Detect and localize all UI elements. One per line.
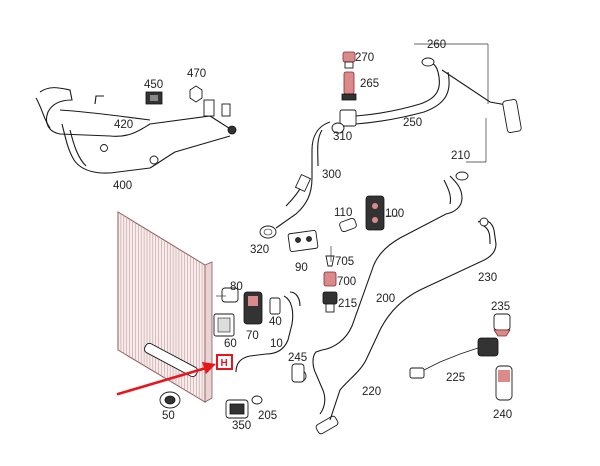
highlight-box-icon[interactable] bbox=[216, 354, 233, 370]
callout-265[interactable]: 265 bbox=[360, 78, 379, 90]
part-90 bbox=[287, 229, 319, 253]
callout-250[interactable]: 250 bbox=[403, 117, 422, 129]
part-320 bbox=[259, 225, 277, 239]
part-210 bbox=[455, 171, 469, 181]
callout-215[interactable]: 215 bbox=[338, 298, 357, 310]
callout-200[interactable]: 200 bbox=[376, 293, 395, 305]
callout-350[interactable]: 350 bbox=[232, 420, 251, 432]
callout-110[interactable]: 110 bbox=[334, 207, 352, 219]
callout-50[interactable]: 50 bbox=[162, 410, 175, 422]
part-70 bbox=[243, 291, 263, 325]
part-705 bbox=[325, 255, 335, 267]
hose-assembly-250 bbox=[339, 57, 522, 133]
callout-400[interactable]: 400 bbox=[113, 180, 132, 192]
part-270 bbox=[342, 51, 356, 69]
part-700 bbox=[323, 271, 337, 287]
callout-labels: 270 265 260 250 310 450 470 420 400 210 … bbox=[113, 39, 512, 432]
condenser-part bbox=[117, 211, 213, 403]
part-240 bbox=[495, 365, 513, 401]
callout-420[interactable]: 420 bbox=[114, 119, 133, 131]
callout-310[interactable]: 310 bbox=[333, 131, 352, 143]
callout-70[interactable]: 70 bbox=[246, 330, 259, 342]
part-225 bbox=[409, 337, 499, 379]
callout-705[interactable]: 705 bbox=[335, 256, 354, 268]
callout-210[interactable]: 210 bbox=[451, 150, 470, 162]
callout-450[interactable]: 450 bbox=[144, 79, 163, 91]
part-245 bbox=[291, 363, 305, 383]
part-40 bbox=[269, 297, 281, 315]
callout-40[interactable]: 40 bbox=[269, 316, 282, 328]
callout-240[interactable]: 240 bbox=[493, 409, 512, 421]
callout-205[interactable]: 205 bbox=[258, 410, 277, 422]
part-100 bbox=[365, 195, 385, 231]
callout-230[interactable]: 230 bbox=[478, 272, 497, 284]
callout-90[interactable]: 90 bbox=[295, 262, 308, 274]
hose-assembly-400 bbox=[35, 87, 237, 174]
callout-700[interactable]: 700 bbox=[337, 276, 356, 288]
callout-60[interactable]: 60 bbox=[224, 338, 237, 350]
callout-80[interactable]: 80 bbox=[230, 281, 243, 293]
part-450 bbox=[145, 91, 163, 105]
leader-lines bbox=[216, 43, 489, 297]
part-60-bracket bbox=[213, 313, 235, 337]
part-470 bbox=[189, 85, 203, 103]
part-110 bbox=[339, 217, 357, 233]
callout-470[interactable]: 470 bbox=[187, 68, 206, 80]
callout-100[interactable]: 100 bbox=[385, 208, 404, 220]
callout-320[interactable]: 320 bbox=[250, 244, 269, 256]
pipe-10 bbox=[235, 291, 301, 373]
callout-220[interactable]: 220 bbox=[362, 386, 381, 398]
callout-245[interactable]: 245 bbox=[288, 352, 307, 364]
part-265 bbox=[341, 71, 357, 101]
part-215 bbox=[322, 291, 338, 313]
part-310 bbox=[331, 122, 345, 134]
part-205 bbox=[251, 395, 263, 405]
part-50 bbox=[159, 391, 181, 409]
callout-300[interactable]: 300 bbox=[322, 169, 341, 181]
callout-235[interactable]: 235 bbox=[491, 301, 510, 313]
red-arrow-head-icon bbox=[202, 362, 216, 374]
highlight-glyph: H bbox=[221, 358, 228, 369]
part-80 bbox=[221, 287, 239, 303]
pipe-230 bbox=[329, 217, 497, 421]
part-235 bbox=[493, 313, 511, 337]
callout-225[interactable]: 225 bbox=[446, 372, 465, 384]
part-350 bbox=[225, 399, 249, 419]
red-arrow-icon bbox=[116, 366, 208, 396]
highlight-marker: H bbox=[116, 354, 233, 396]
hose-300 bbox=[275, 121, 331, 229]
callout-270[interactable]: 270 bbox=[355, 52, 374, 64]
callout-10[interactable]: 10 bbox=[270, 338, 283, 350]
callout-260[interactable]: 260 bbox=[427, 39, 446, 51]
